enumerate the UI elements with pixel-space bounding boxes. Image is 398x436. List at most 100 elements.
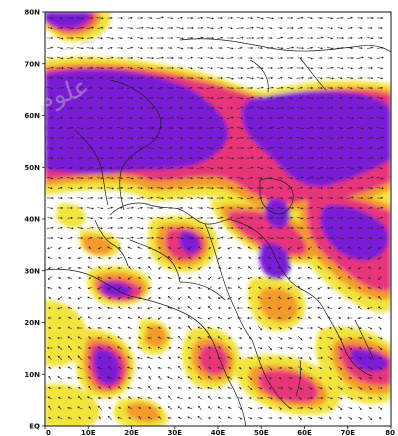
wind-arrow <box>357 17 364 20</box>
wind-arrow <box>137 47 143 50</box>
wind-arrow <box>377 196 384 199</box>
wind-arrow <box>127 256 132 259</box>
wind-arrow <box>298 396 302 400</box>
wind-arrow <box>147 46 154 50</box>
wind-arrow <box>347 26 353 29</box>
wind-arrow <box>177 157 183 160</box>
wind-arrow <box>187 116 193 119</box>
wind-arrow <box>277 227 283 230</box>
wind-arrow <box>118 366 122 370</box>
wind-arrow <box>158 396 162 400</box>
wind-arrow <box>307 57 314 60</box>
wind-arrow <box>218 416 222 420</box>
wind-arrow <box>116 237 124 240</box>
wind-arrow <box>67 216 74 219</box>
wind-arrow <box>347 96 353 99</box>
wind-arrow <box>328 326 332 330</box>
wind-arrow <box>367 366 373 370</box>
wind-arrow <box>317 356 323 359</box>
wind-arrow <box>316 127 324 130</box>
wind-arrow <box>268 357 272 359</box>
wind-arrow <box>327 296 333 300</box>
wind-arrow <box>367 67 374 70</box>
wind-arrow <box>88 156 93 160</box>
coastlines <box>45 38 391 426</box>
wind-arrow <box>107 16 113 19</box>
wind-arrow <box>106 37 114 40</box>
wind-arrow <box>107 107 114 110</box>
wind-arrow <box>337 77 343 80</box>
wind-arrow <box>117 346 123 350</box>
wind-arrow <box>206 107 215 110</box>
wind-arrow <box>87 66 94 69</box>
wind-arrow <box>267 57 274 60</box>
wind-arrow <box>288 357 293 360</box>
wind-arrow <box>348 387 353 390</box>
wind-arrow <box>296 136 304 140</box>
wind-arrow <box>198 405 202 411</box>
wind-arrow <box>148 276 152 280</box>
wind-arrow <box>326 137 334 140</box>
wind-arrow <box>296 107 304 110</box>
wind-arrow <box>147 217 153 220</box>
wind-arrow <box>347 296 352 300</box>
wind-arrow <box>57 206 64 210</box>
wind-arrow <box>358 347 362 349</box>
wind-arrow <box>167 127 174 130</box>
wind-arrow <box>48 405 52 411</box>
wind-arrow <box>237 266 242 270</box>
wind-arrow <box>207 77 213 80</box>
wind-arrow <box>47 36 54 40</box>
wind-arrow <box>156 226 165 229</box>
wind-arrow <box>76 26 85 29</box>
wind-arrow <box>67 166 73 169</box>
wind-arrow <box>218 286 222 289</box>
wind-arrow <box>187 325 192 331</box>
wind-arrow <box>118 276 122 279</box>
wind-arrow <box>246 106 254 109</box>
wind-arrow <box>238 406 243 410</box>
wind-arrow <box>76 136 84 139</box>
wind-arrow <box>58 406 62 410</box>
wind-arrow <box>77 296 83 300</box>
wind-arrow <box>57 306 63 310</box>
wind-arrow <box>207 116 213 119</box>
wind-arrow <box>278 256 282 260</box>
wind-arrow <box>86 96 95 99</box>
wind-arrow <box>216 206 225 209</box>
wind-arrow <box>237 67 244 70</box>
wind-arrow <box>336 166 345 169</box>
wind-arrow <box>177 127 183 130</box>
wind-arrow <box>237 316 243 319</box>
wind-arrow <box>127 246 133 250</box>
wind-arrow <box>118 356 122 360</box>
wind-arrow <box>186 186 194 189</box>
wind-arrow <box>266 86 274 89</box>
wind-arrow <box>277 336 283 340</box>
wind-arrow <box>56 86 64 89</box>
wind-arrow <box>246 36 255 39</box>
wind-arrow <box>177 57 183 60</box>
wind-arrow <box>188 387 192 389</box>
wind-arrow <box>237 246 243 249</box>
wind-arrow <box>327 27 334 30</box>
wind-arrow <box>67 147 74 150</box>
wind-arrow <box>268 365 272 371</box>
wind-arrow <box>287 177 294 180</box>
wind-arrow <box>166 336 173 339</box>
wind-arrow <box>236 156 244 159</box>
wind-arrow <box>117 386 122 390</box>
wind-arrow <box>187 157 193 160</box>
wind-arrow <box>378 357 382 360</box>
wind-arrow <box>368 416 373 421</box>
wind-arrow <box>46 247 53 250</box>
wind-arrow <box>58 286 62 290</box>
wind-arrow <box>287 36 294 39</box>
wind-arrow <box>177 306 183 310</box>
wind-arrow <box>67 206 74 210</box>
wind-arrow <box>47 46 54 49</box>
wind-arrow <box>177 326 182 330</box>
wind-arrow <box>57 355 63 361</box>
wind-arrow <box>147 226 154 229</box>
